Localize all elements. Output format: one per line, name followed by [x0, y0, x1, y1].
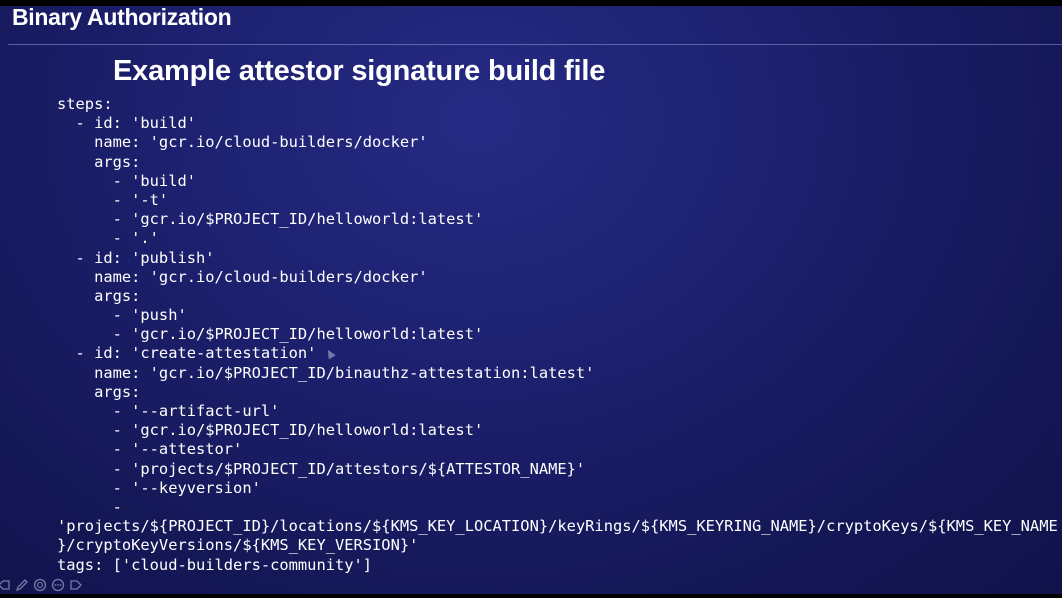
code-line: tags: ['cloud-builders-community'] — [57, 555, 373, 574]
previous-icon[interactable] — [0, 578, 11, 593]
code-line: - '.' — [57, 229, 159, 248]
code-line: - id: 'create-attestation' — [57, 344, 317, 363]
slide-title: Example attestor signature build file — [113, 55, 606, 87]
code-line: name: 'gcr.io/cloud-builders/docker' — [57, 267, 428, 286]
header-divider — [8, 44, 1062, 45]
code-line: - 'gcr.io/$PROJECT_ID/helloworld:latest' — [57, 210, 484, 229]
next-icon[interactable] — [68, 578, 83, 593]
code-line: - '--artifact-url' — [57, 402, 280, 420]
top-border — [0, 0, 1062, 6]
more-icon[interactable] — [50, 578, 65, 593]
code-line: - 'gcr.io/$PROJECT_ID/helloworld:latest' — [57, 421, 484, 440]
deck-title: Binary Authorization — [12, 4, 232, 30]
code-line: name: 'gcr.io/$PROJECT_ID/binauthz-attes… — [57, 363, 595, 382]
code-line: args: — [57, 152, 141, 171]
code-line: 'projects/${PROJECT_ID}/locations/${KMS_… — [57, 517, 1058, 536]
code-line: - 'projects/$PROJECT_ID/attestors/${ATTE… — [57, 459, 586, 478]
bottom-border — [0, 594, 1062, 598]
code-line: args: — [57, 382, 141, 401]
code-line: - id: 'publish' — [57, 248, 215, 267]
code-line: - 'push' — [57, 306, 187, 325]
code-line: args: — [57, 286, 141, 305]
code-line: - — [57, 497, 122, 516]
code-line: name: 'gcr.io/cloud-builders/docker' — [57, 133, 428, 152]
code-line: }/cryptoKeyVersions/${KMS_KEY_VERSION}' — [57, 536, 419, 555]
pen-icon[interactable] — [14, 578, 29, 593]
code-line: - 'gcr.io/$PROJECT_ID/helloworld:latest' — [57, 325, 484, 344]
presentation-controls — [0, 576, 83, 594]
code-line: steps: — [57, 95, 113, 113]
zoom-icon[interactable] — [32, 578, 47, 593]
code-line: - '--attestor' — [57, 440, 243, 459]
code-block: steps: - id: 'build' name: 'gcr.io/cloud… — [57, 95, 1058, 575]
code-line: - '-t' — [57, 190, 169, 209]
code-line: - '--keyversion' — [57, 478, 261, 497]
code-line: - 'build' — [57, 171, 196, 190]
code-line: - id: 'build' — [57, 114, 196, 133]
